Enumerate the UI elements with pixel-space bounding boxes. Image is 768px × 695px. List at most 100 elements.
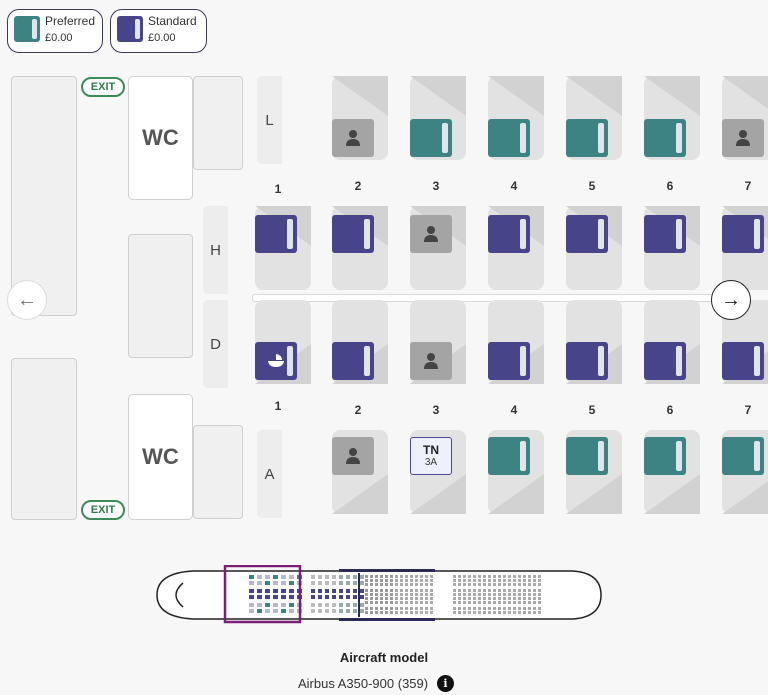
seat-4A-preferred[interactable] — [488, 437, 530, 475]
mini-seat — [332, 575, 336, 579]
scroll-right-button[interactable]: → — [711, 280, 751, 320]
seat-6A-preferred[interactable] — [644, 437, 686, 475]
mini-seat — [458, 607, 461, 610]
preferred-swatch — [14, 16, 40, 42]
mini-seat — [385, 597, 388, 600]
mini-seat — [281, 603, 286, 607]
mini-seat — [395, 575, 398, 578]
mini-seat — [410, 579, 413, 582]
seat-7L-occupied — [722, 119, 764, 157]
mini-seat — [257, 603, 262, 607]
seat-6L-preferred[interactable] — [644, 119, 686, 157]
mini-seat — [415, 583, 418, 586]
mini-seat — [468, 607, 471, 610]
seat-4H-standard[interactable] — [488, 215, 530, 253]
mini-seat — [488, 575, 491, 578]
mini-seat — [478, 579, 481, 582]
mini-seat — [528, 597, 531, 600]
mini-seat — [468, 593, 471, 596]
seat-2D-standard[interactable] — [332, 342, 374, 380]
mini-seat — [281, 595, 286, 599]
mini-seat — [508, 593, 511, 596]
mini-seat — [425, 589, 428, 592]
mini-seat — [385, 593, 388, 596]
mini-seat — [325, 609, 329, 613]
seat-1D-bassinet[interactable] — [255, 342, 297, 380]
row-letter-h: H — [203, 206, 228, 294]
mini-seat — [375, 593, 378, 596]
seat-5H-standard[interactable] — [566, 215, 608, 253]
mini-seat — [458, 579, 461, 582]
seat-4L-preferred[interactable] — [488, 119, 530, 157]
mini-seat — [346, 595, 350, 599]
mini-seat — [365, 575, 368, 578]
seat-1H-standard[interactable] — [255, 215, 297, 253]
seat-4D-standard[interactable] — [488, 342, 530, 380]
mini-seat — [405, 575, 408, 578]
galley-panel — [193, 76, 243, 170]
mini-seat — [523, 575, 526, 578]
column-number: 6 — [666, 403, 674, 417]
mini-seat — [478, 583, 481, 586]
mini-seat — [538, 583, 541, 586]
mini-seat — [390, 589, 393, 592]
mini-seat — [257, 575, 262, 579]
column-number: 5 — [588, 403, 596, 417]
seat-2H-standard[interactable] — [332, 215, 374, 253]
mini-seat — [400, 607, 403, 610]
mini-seat — [458, 575, 461, 578]
mini-seat — [332, 603, 336, 607]
seat-3L-preferred[interactable] — [410, 119, 452, 157]
galley-panel — [128, 234, 193, 358]
mini-seat — [395, 583, 398, 586]
mini-seat — [420, 607, 423, 610]
mini-seat — [483, 607, 486, 610]
mini-seat — [375, 601, 378, 604]
mini-seat — [353, 609, 357, 613]
mini-seat — [346, 603, 350, 607]
seat-shell-divider — [722, 474, 768, 514]
seat-5D-standard[interactable] — [566, 342, 608, 380]
mini-seat — [346, 575, 350, 579]
mini-seat — [478, 611, 481, 614]
seat-7A-preferred[interactable] — [722, 437, 764, 475]
legend-standard: Standard £0.00 — [110, 9, 207, 53]
mini-seat — [518, 597, 521, 600]
mini-seat — [365, 597, 368, 600]
mini-seat — [538, 607, 541, 610]
seat-5A-preferred[interactable] — [566, 437, 608, 475]
mini-seat — [518, 607, 521, 610]
mini-seat — [332, 581, 336, 585]
mini-seat — [483, 593, 486, 596]
mini-seat — [473, 607, 476, 610]
mini-seat — [508, 601, 511, 604]
mini-seat — [483, 597, 486, 600]
mini-seat — [528, 575, 531, 578]
mini-seat — [380, 593, 383, 596]
aircraft-overview[interactable] — [153, 565, 605, 625]
mini-seat — [380, 589, 383, 592]
mini-seat — [498, 601, 501, 604]
mini-seat — [493, 597, 496, 600]
mini-seat — [370, 597, 373, 600]
mini-seat — [400, 583, 403, 586]
scroll-left-button[interactable]: ← — [7, 280, 47, 320]
mini-seat — [498, 597, 501, 600]
info-icon[interactable]: i — [437, 675, 454, 692]
mini-seat — [365, 593, 368, 596]
mini-seat — [498, 593, 501, 596]
seat-5L-preferred[interactable] — [566, 119, 608, 157]
mini-seat — [415, 611, 418, 614]
mini-seat — [265, 603, 270, 607]
seat-7D-standard[interactable] — [722, 342, 764, 380]
seat-6H-standard[interactable] — [644, 215, 686, 253]
mini-seat — [508, 579, 511, 582]
seat-7H-standard[interactable] — [722, 215, 764, 253]
mini-seat — [318, 589, 322, 593]
mini-seat — [493, 583, 496, 586]
mini-seat — [400, 589, 403, 592]
seat-6D-standard[interactable] — [644, 342, 686, 380]
mini-seat — [311, 581, 315, 585]
viewport-indicator[interactable] — [223, 565, 302, 624]
